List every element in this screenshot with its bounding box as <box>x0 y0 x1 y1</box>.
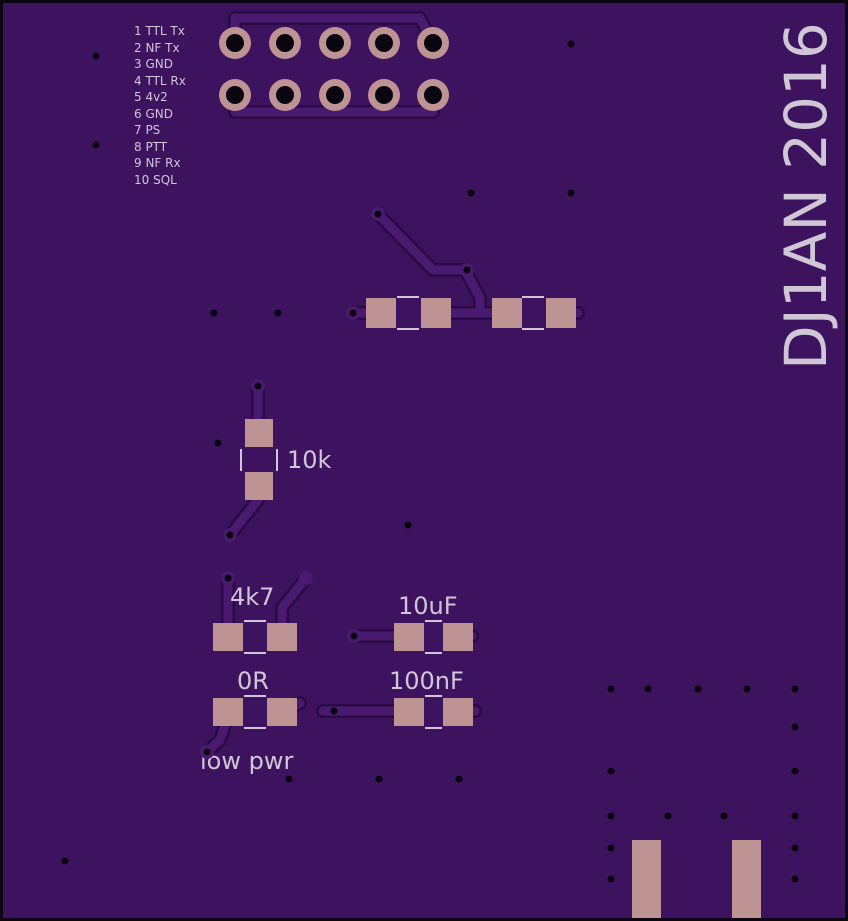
header-connector <box>219 27 449 111</box>
resistor-4k7: 4k7 <box>213 583 297 654</box>
pinout-legend: 1 TTL Tx 2 NF Tx 3 GND 4 TTL Rx 5 4v2 6 … <box>134 24 186 187</box>
connector-pad <box>269 27 301 59</box>
label-100nf: 100nF <box>389 667 464 695</box>
label-10k: 10k <box>287 446 332 474</box>
connector-pad <box>417 79 449 111</box>
smd-pad <box>245 472 273 500</box>
pinout-line: 5 4v2 <box>134 90 168 104</box>
smd-pad <box>443 623 473 651</box>
smd-pad <box>492 298 522 328</box>
resistor-0r: 0R <box>213 667 297 729</box>
capacitor-10uf: 10uF <box>394 592 473 654</box>
resistor-10k: 10k <box>240 419 332 500</box>
pinout-line: 9 NF Rx <box>134 156 181 170</box>
smd-pad <box>366 298 396 328</box>
label-4k7: 4k7 <box>230 583 274 611</box>
board-title: DJ1AN 2016 <box>772 22 840 370</box>
smd-component <box>492 296 576 330</box>
label-10uf: 10uF <box>398 592 458 620</box>
smd-pad <box>267 623 297 651</box>
soldermask <box>3 3 845 918</box>
pinout-line: 7 PS <box>134 123 160 137</box>
edge-pad <box>632 840 661 918</box>
pinout-line: 4 TTL Rx <box>134 74 186 88</box>
vias <box>61 40 799 883</box>
smd-pad <box>394 698 424 726</box>
smd-pad <box>213 698 243 726</box>
smd-pad <box>213 623 243 651</box>
smd-pad <box>546 298 576 328</box>
pinout-line: 10 SQL <box>134 173 177 187</box>
pinout-line: 8 PTT <box>134 140 168 154</box>
pinout-line: 3 GND <box>134 57 173 71</box>
pinout-line: 2 NF Tx <box>134 41 180 55</box>
trace-end-vias <box>200 207 474 759</box>
edge-pad <box>732 840 761 918</box>
smd-pad <box>421 298 451 328</box>
pinout-line: 6 GND <box>134 107 173 121</box>
connector-pad <box>368 79 400 111</box>
label-0r: 0R <box>237 667 269 695</box>
smd-pad <box>394 623 424 651</box>
connector-pad <box>368 27 400 59</box>
label-low-pwr: low pwr <box>200 747 293 775</box>
connector-pad <box>319 27 351 59</box>
connector-pad <box>269 79 301 111</box>
pinout-line: 1 TTL Tx <box>134 24 185 38</box>
smd-pad <box>267 698 297 726</box>
smd-pad <box>245 419 273 447</box>
connector-pad <box>417 27 449 59</box>
capacitor-100nf: 100nF <box>389 667 473 729</box>
connector-pad <box>319 79 351 111</box>
smd-pad <box>443 698 473 726</box>
connector-pad <box>219 27 251 59</box>
connector-pad <box>219 79 251 111</box>
smd-component <box>366 296 451 330</box>
